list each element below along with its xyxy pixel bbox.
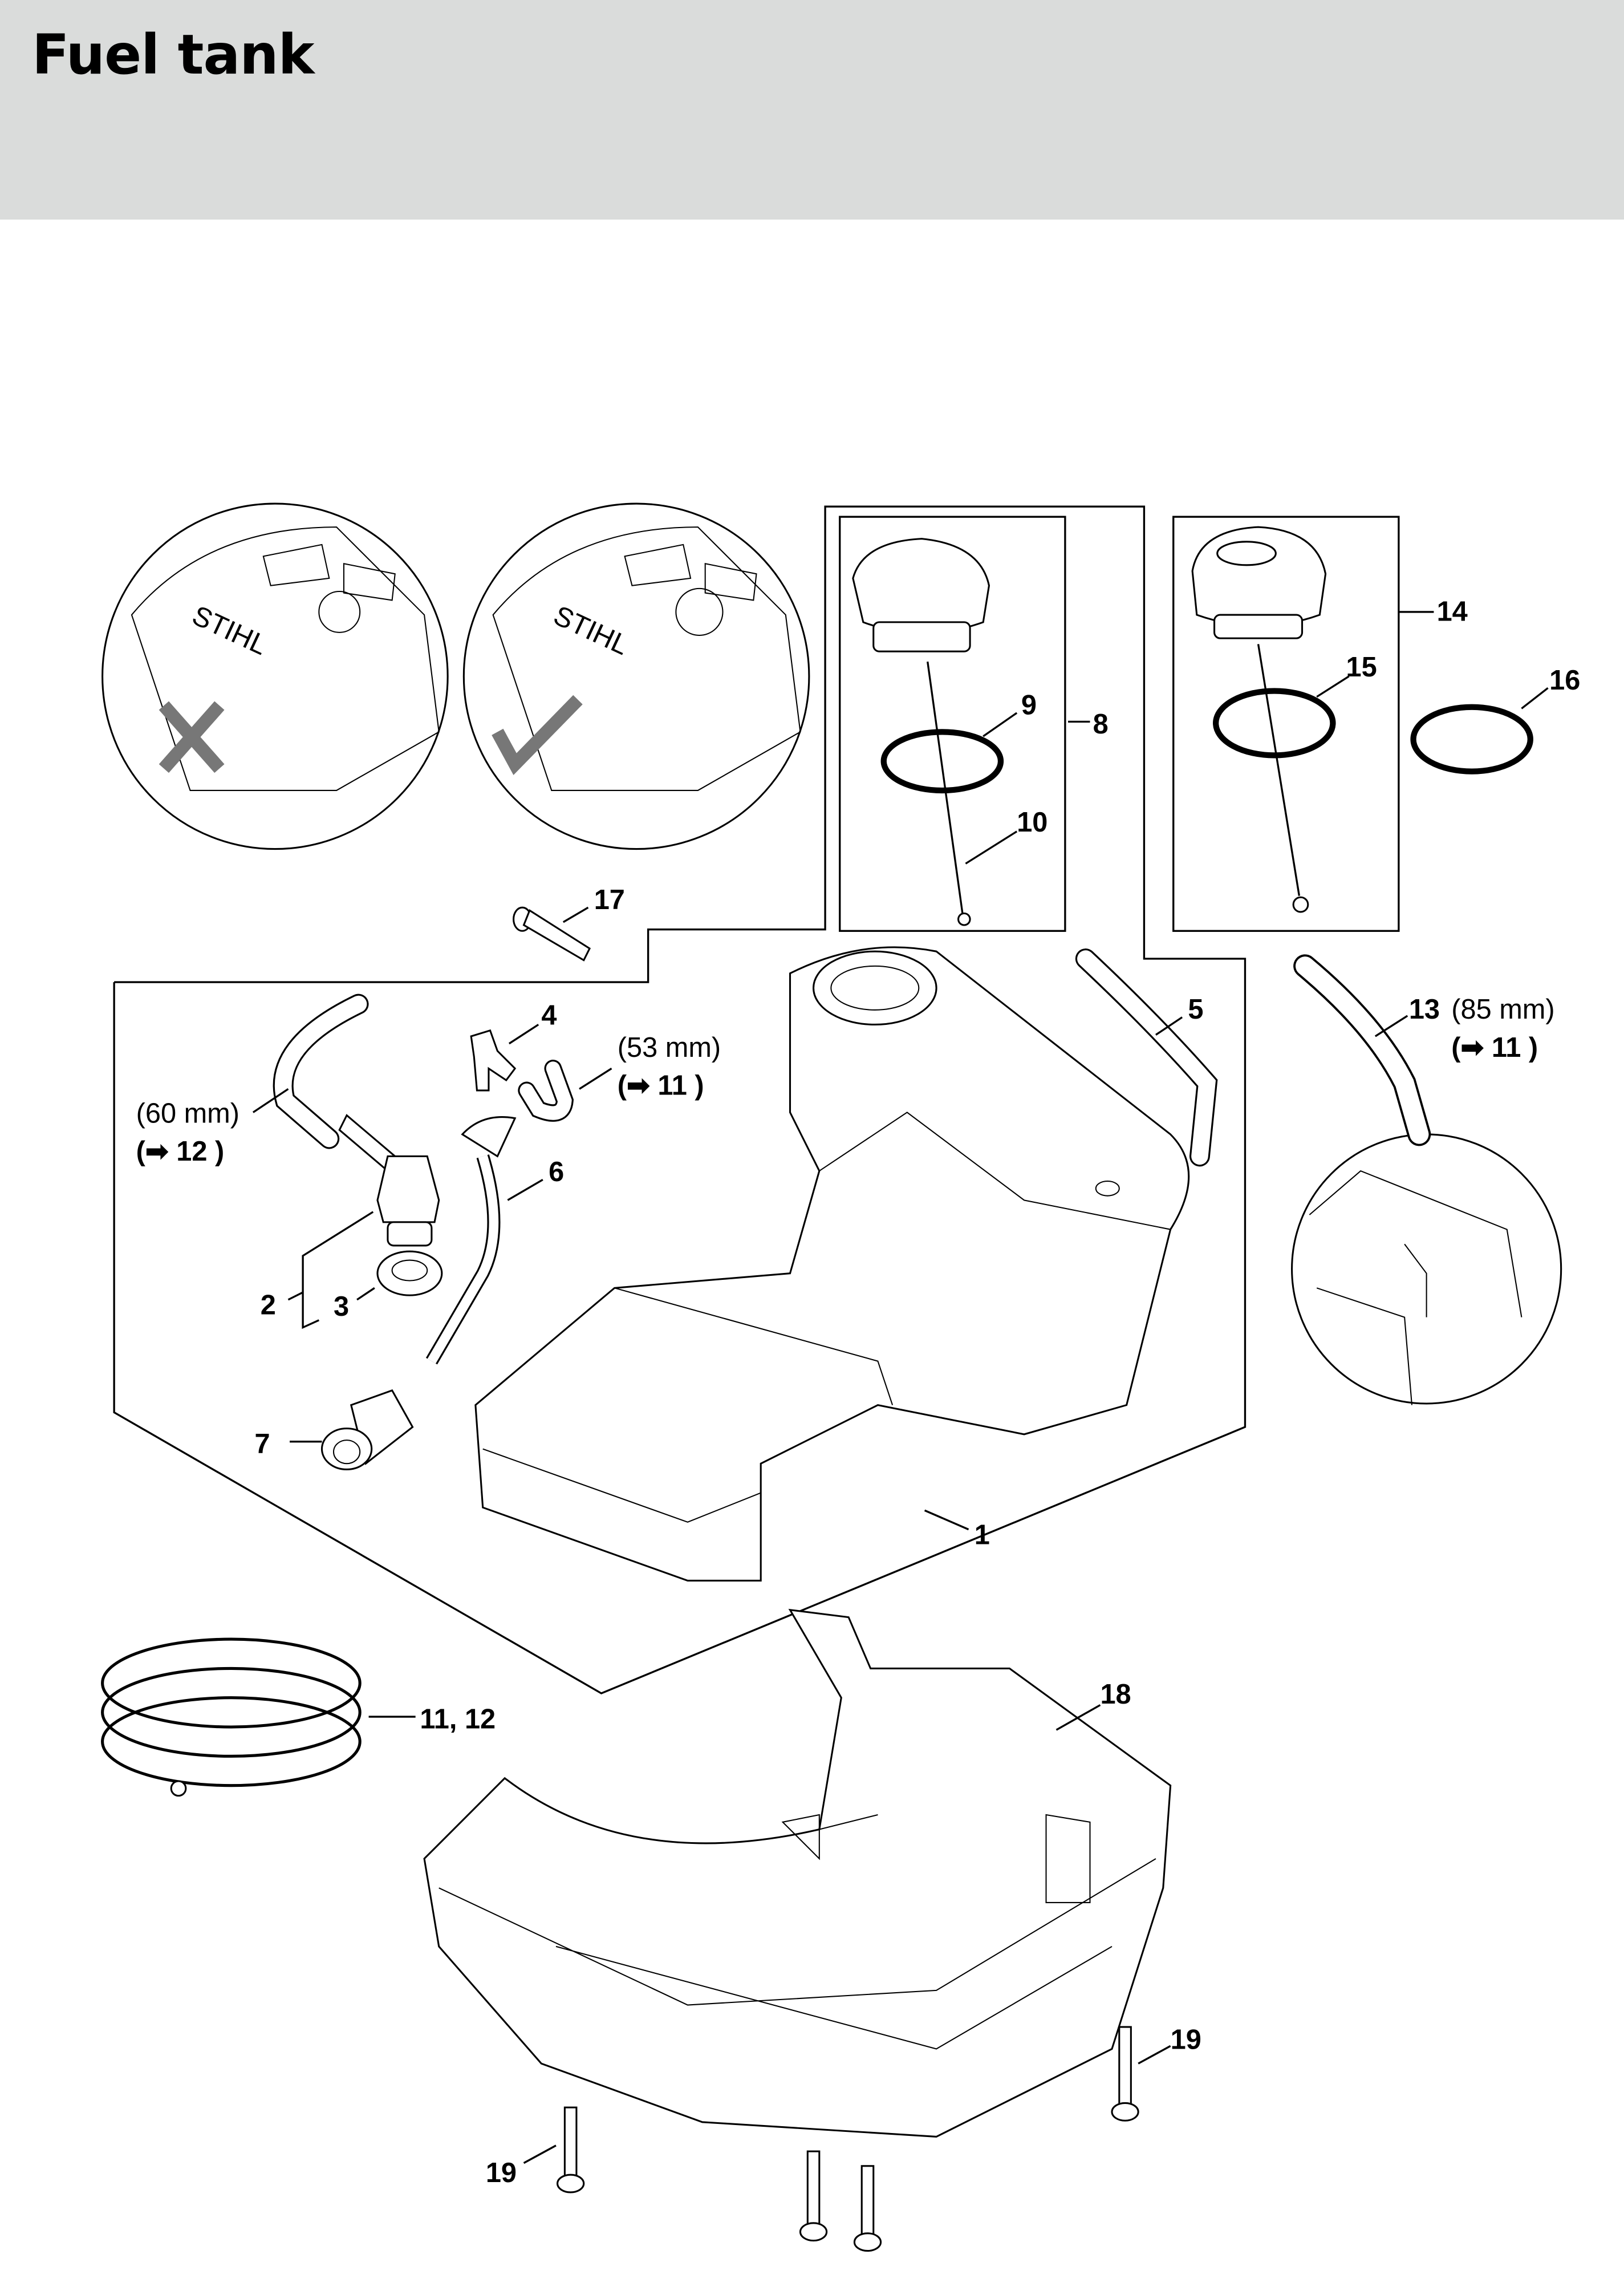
grommet-3 [376, 1250, 443, 1296]
page-header [0, 0, 1624, 220]
callout-19-left: 19 [486, 2158, 517, 2188]
callout-6: 6 [549, 1157, 564, 1187]
callout-7: 7 [254, 1429, 270, 1459]
callout-15: 15 [1346, 652, 1377, 683]
page-title: Fuel tank [32, 23, 314, 87]
tank-cover-18 [423, 1608, 1172, 2138]
hose-53mm-note: (53 mm) [618, 1032, 721, 1063]
hose-60mm-note: (60 mm) [136, 1098, 239, 1129]
callout-13: 13 [1409, 994, 1440, 1025]
o-ring-16 [1410, 704, 1533, 775]
callout-5: 5 [1188, 994, 1203, 1025]
callout-19-right: 19 [1171, 2025, 1201, 2055]
callout-10: 10 [1017, 807, 1048, 838]
elbow-4 [470, 1029, 517, 1092]
assembly-frame [113, 505, 1247, 1694]
leader-lines [252, 611, 1549, 2164]
callout-16: 16 [1549, 665, 1580, 696]
callout-17: 17 [594, 885, 625, 915]
hose-53mm-ref: (➡ 11 ) [618, 1071, 704, 1101]
screw-19 [557, 2026, 1139, 2252]
callout-11-12: 11, 12 [420, 1704, 496, 1735]
fuel-filter-7 [320, 1389, 414, 1471]
detail-wrong-fill: STIHL [102, 502, 449, 850]
fuel-pickup-2 [338, 1114, 440, 1247]
hose-roll-11-12 [101, 1637, 362, 1797]
callout-1: 1 [975, 1519, 990, 1550]
callout-3: 3 [334, 1291, 349, 1322]
callout-8: 8 [1093, 709, 1109, 740]
screw-17 [513, 906, 591, 962]
detail-correct-fill: STIHL [462, 502, 810, 850]
fuel-line-6 [425, 1116, 517, 1365]
callout-18: 18 [1100, 1679, 1131, 1710]
hose-13-note: (85 mm) [1451, 994, 1554, 1025]
check-icon [492, 695, 583, 776]
callout-9: 9 [1021, 690, 1037, 721]
detail-tank-vent [1291, 1133, 1562, 1405]
callout-2: 2 [261, 1290, 276, 1320]
fuel-cap-14 [1191, 526, 1336, 913]
fuel-tank-1 [474, 946, 1190, 1582]
cross-icon [159, 701, 225, 773]
hose-13-ref: (➡ 11 ) [1451, 1032, 1538, 1063]
cap-box-14 [1172, 516, 1400, 932]
callout-4: 4 [541, 1000, 557, 1031]
hose-60mm-ref: (➡ 12 ) [136, 1136, 225, 1167]
fuel-cap-8 [852, 538, 1004, 926]
cap-box-8 [839, 516, 1066, 932]
callout-14: 14 [1437, 596, 1468, 627]
